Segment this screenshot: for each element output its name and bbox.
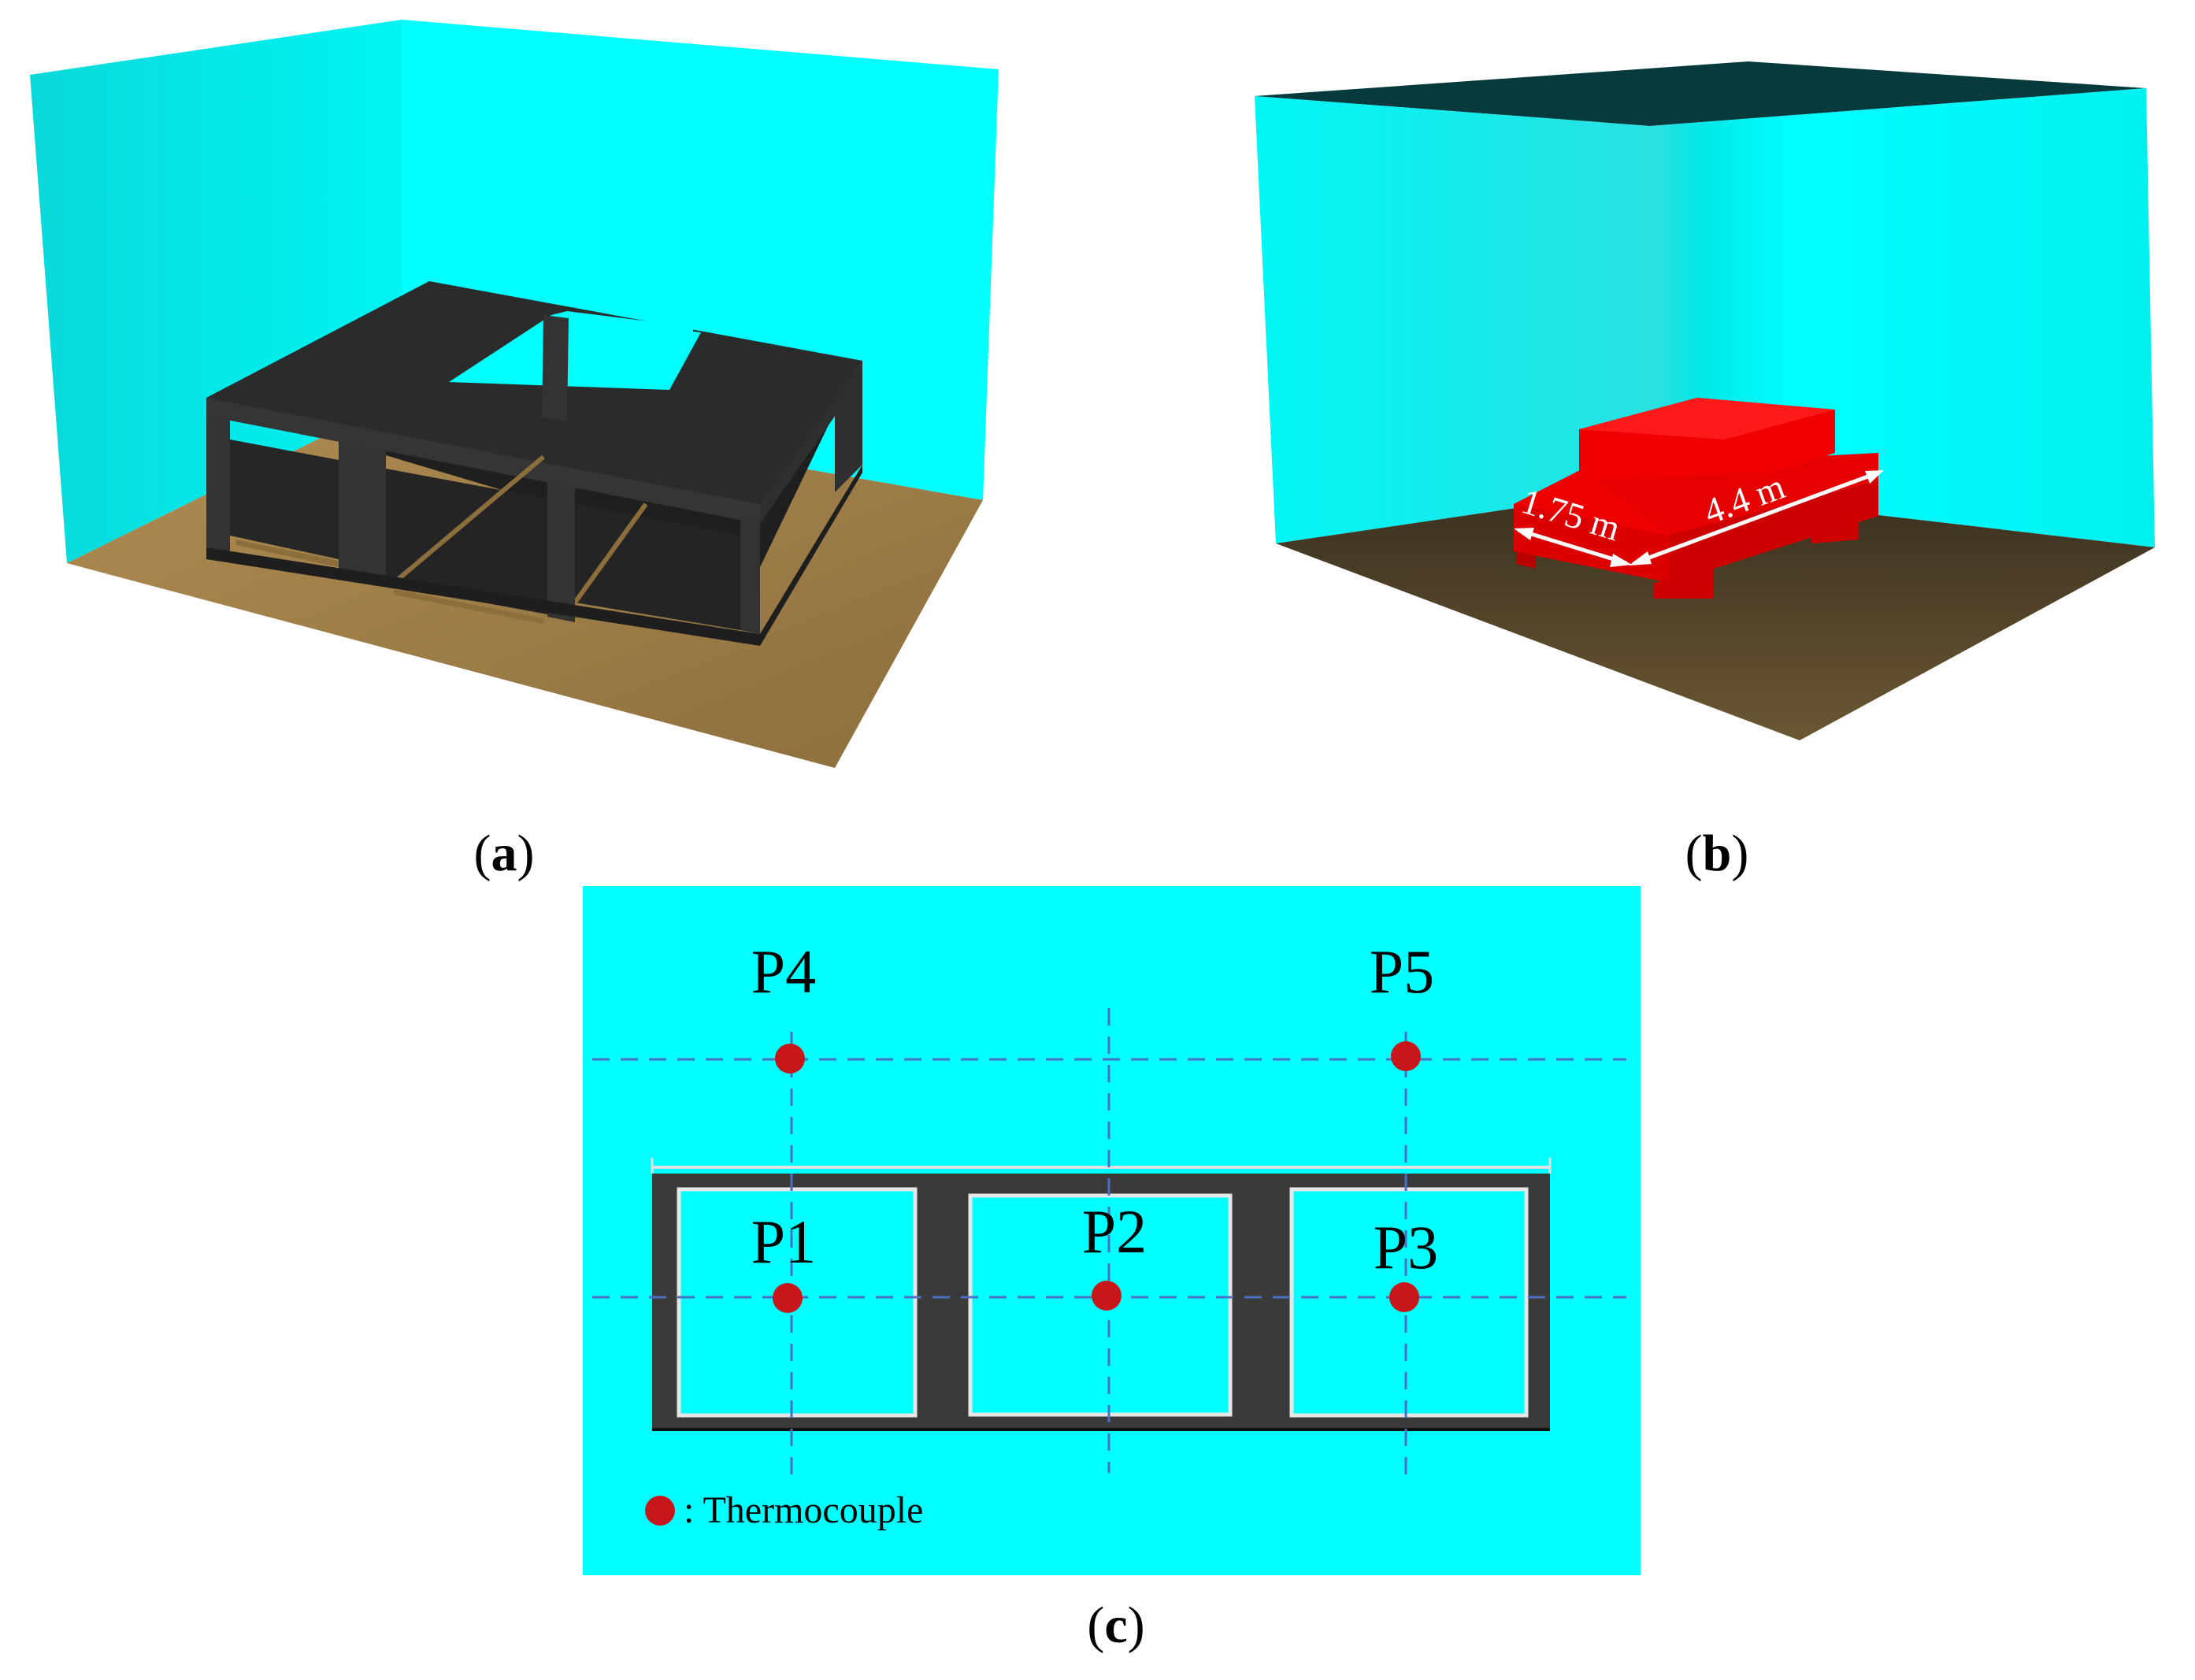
panel-a: (a)	[30, 20, 999, 882]
caption-b: (b)	[1685, 825, 1749, 882]
marker-p2	[1092, 1281, 1122, 1311]
legend-label: : Thermocouple	[684, 1489, 923, 1531]
floor	[1276, 488, 2155, 740]
marker-p4	[775, 1044, 805, 1074]
legend-marker	[645, 1496, 675, 1526]
marker-p3	[1389, 1282, 1419, 1312]
back-walls	[1255, 88, 2155, 547]
label-p3: P3	[1374, 1213, 1438, 1281]
vehicle-block	[1514, 398, 1878, 599]
ceiling	[1255, 61, 2146, 126]
caption-c: (c)	[1087, 1597, 1144, 1654]
panel-b: 1.75 m 4.4 m (b)	[1255, 61, 2155, 882]
panel-c: P4 P5 P1 P2 P3 : Thermocouple (c)	[583, 886, 1641, 1654]
caption-a: (a)	[474, 825, 535, 882]
label-p2: P2	[1082, 1197, 1147, 1266]
legend: : Thermocouple	[645, 1489, 923, 1531]
box-structure	[206, 281, 862, 646]
thermocouples	[773, 1041, 1421, 1313]
label-p5: P5	[1370, 937, 1434, 1006]
marker-p1	[773, 1283, 803, 1313]
label-p4: P4	[751, 937, 816, 1006]
marker-p5	[1391, 1041, 1421, 1071]
label-p1: P1	[751, 1207, 816, 1276]
